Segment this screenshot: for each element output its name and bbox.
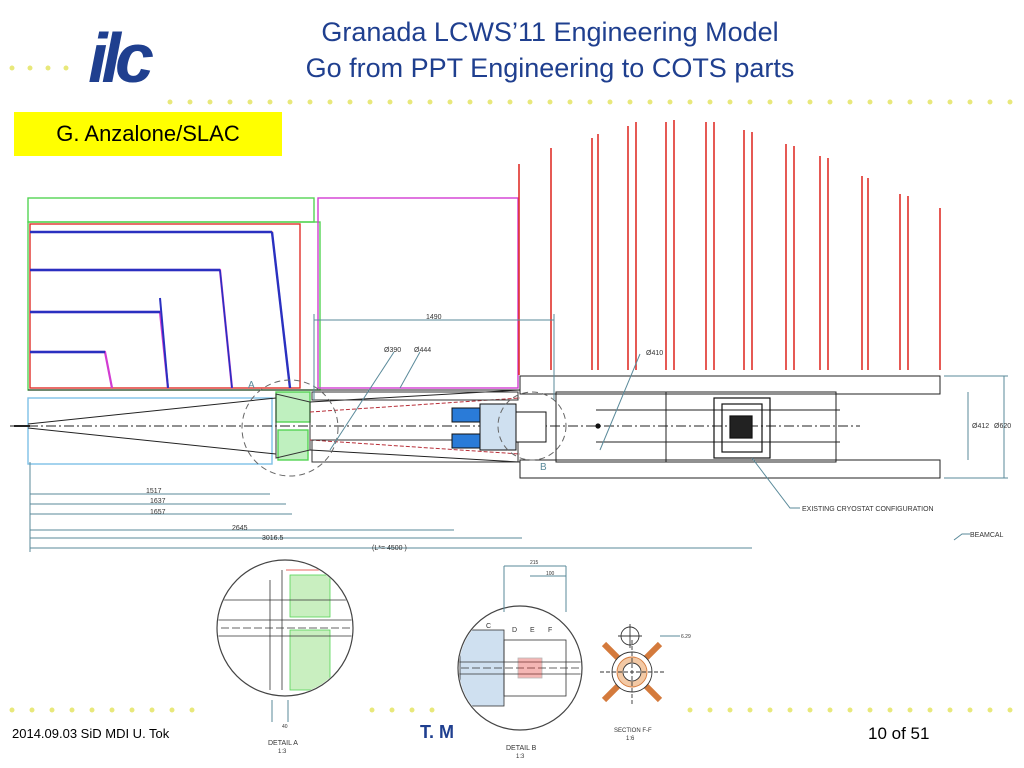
detector-layers bbox=[518, 120, 941, 375]
detail-b-scale: 1:3 bbox=[516, 754, 525, 760]
dim-2645: 2645 bbox=[232, 525, 248, 532]
dim-1517: 1517 bbox=[146, 488, 162, 495]
dimension-lines bbox=[29, 314, 1008, 552]
beamcal-note: BEAMCAL bbox=[970, 532, 1004, 539]
label-c: C bbox=[486, 623, 491, 630]
beamcal-assembly bbox=[595, 397, 771, 459]
title-line-2: Go from PPT Engineering to COTS parts bbox=[305, 53, 795, 83]
dim-410: Ø410 bbox=[646, 350, 663, 357]
page-number: 10 of 51 bbox=[868, 724, 930, 743]
detail-a-scale: 1:3 bbox=[278, 749, 287, 755]
dim-620: Ø620 bbox=[994, 423, 1011, 430]
calorimeter-structure bbox=[27, 197, 519, 465]
title-line-1: Granada LCWS’11 Engineering Model bbox=[321, 17, 779, 47]
detail-a-view: 40 DETAIL A 1:3 bbox=[216, 559, 354, 755]
section-ff-view: 6.29 SECTION F-F 1:6 bbox=[600, 624, 691, 742]
section-dim: 6.29 bbox=[681, 634, 691, 640]
label-a: A bbox=[248, 380, 255, 391]
beamline bbox=[10, 375, 941, 479]
section-scale: 1:6 bbox=[626, 736, 635, 742]
label-d: D bbox=[512, 627, 517, 634]
cryostat-note: EXISTING CRYOSTAT CONFIGURATION bbox=[802, 506, 934, 513]
dim-1490: 1490 bbox=[426, 314, 442, 321]
slide-title: Granada LCWS’11 Engineering Model Go fro… bbox=[200, 14, 900, 86]
label-e: E bbox=[530, 627, 535, 634]
detail-b-dim1: 215 bbox=[530, 560, 539, 566]
dim-lstar: (L*= 4500 ) bbox=[372, 545, 407, 552]
detail-b-view: 215 100 C D E F DETAIL B 1:3 bbox=[457, 560, 583, 760]
dim-412: Ø412 bbox=[972, 423, 989, 430]
dim-1657: 1657 bbox=[150, 509, 166, 516]
detail-a-title: DETAIL A bbox=[268, 740, 298, 747]
section-title: SECTION F-F bbox=[614, 728, 652, 734]
ilc-logo: ilc bbox=[88, 19, 158, 94]
dim-390: Ø390 bbox=[384, 347, 401, 354]
dim-1637: 1637 bbox=[150, 498, 166, 505]
dim-3016: 3016.5 bbox=[262, 535, 284, 542]
author-label: G. Anzalone/SLAC bbox=[14, 112, 282, 156]
label-f: F bbox=[548, 627, 552, 634]
footer-presenter: T. M bbox=[420, 722, 454, 742]
detail-b-dim2: 100 bbox=[546, 571, 555, 577]
blue-components bbox=[451, 403, 547, 451]
dim-444: Ø444 bbox=[414, 347, 431, 354]
label-b: B bbox=[540, 462, 547, 473]
detail-callouts bbox=[241, 379, 567, 477]
footer-date-event: 2014.09.03 SiD MDI U. Tok bbox=[12, 726, 170, 741]
detail-b-title: DETAIL B bbox=[506, 745, 537, 752]
logo-text: ilc bbox=[88, 19, 153, 94]
detail-a-dim: 40 bbox=[282, 724, 288, 730]
